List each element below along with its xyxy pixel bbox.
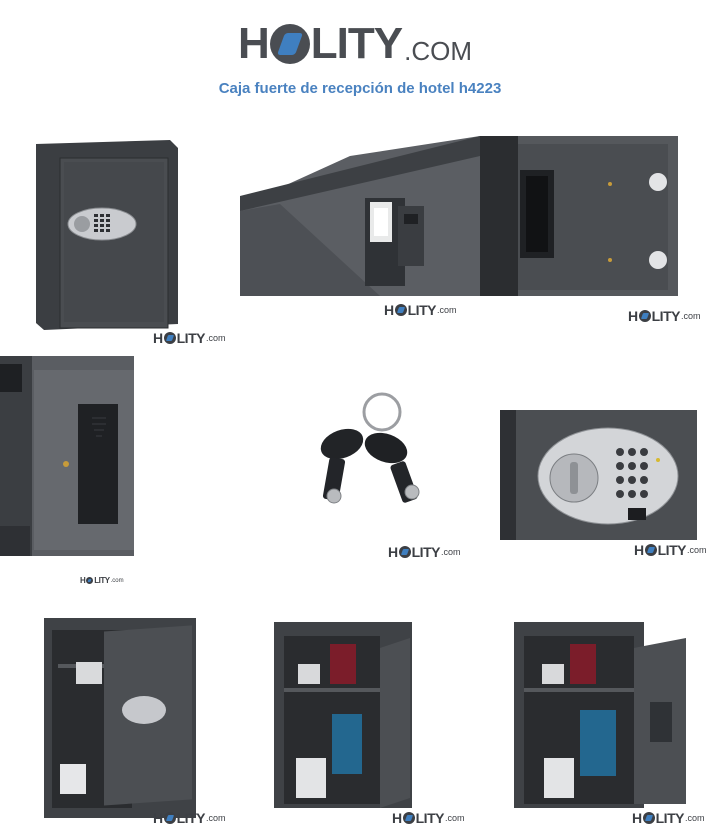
photo-safe-open-door-keypad[interactable] xyxy=(40,614,200,822)
photo-safe-interior-light[interactable] xyxy=(240,136,480,296)
keypad-closeup-illustration xyxy=(500,410,697,540)
watermark-left: H xyxy=(628,308,638,324)
watermark-right: LITY xyxy=(176,330,206,346)
logo-o-icon xyxy=(86,577,94,584)
logo-o-icon xyxy=(644,544,657,556)
logo-suffix: .COM xyxy=(404,36,472,66)
photo-safe-closed-front[interactable] xyxy=(30,138,180,333)
watermark-logo: H LITY.com xyxy=(80,576,124,585)
watermark-right: LITY xyxy=(407,302,437,318)
watermark-logo: H LITY.com xyxy=(392,810,464,826)
interior-light-illustration xyxy=(240,136,480,296)
watermark-left: H xyxy=(153,330,163,346)
logo-o-icon xyxy=(402,812,415,824)
watermark-suffix: .com xyxy=(110,577,124,584)
safe-closed-illustration xyxy=(36,140,178,330)
photo-safe-open-door-back[interactable] xyxy=(510,618,690,814)
photo-override-keys[interactable] xyxy=(312,386,442,512)
watermark-logo: H LITY.com xyxy=(632,810,704,826)
watermark-right: LITY xyxy=(415,810,445,826)
watermark-right: LITY xyxy=(655,810,685,826)
page-title: Caja fuerte de recepción de hotel h4223 xyxy=(218,80,502,97)
logo-text-left: H xyxy=(238,19,270,68)
watermark-suffix: .com xyxy=(686,545,707,555)
open-safe-door-back-illustration xyxy=(514,622,686,808)
watermark-left: H xyxy=(634,542,644,558)
watermark-left: H xyxy=(632,810,642,826)
watermark-right: LITY xyxy=(411,544,441,560)
open-safe-keypad-illustration xyxy=(44,618,196,818)
watermark-left: H xyxy=(80,576,86,585)
logo-o-icon xyxy=(398,546,411,558)
watermark-left: H xyxy=(384,302,394,318)
watermark-left: H xyxy=(388,544,398,560)
watermark-logo: H LITY.com xyxy=(153,810,225,826)
watermark-right: LITY xyxy=(176,810,206,826)
photo-safe-open-contents[interactable] xyxy=(270,618,418,814)
logo-o-icon xyxy=(269,24,310,64)
logo-o-icon xyxy=(394,304,407,316)
door-hinges-illustration xyxy=(480,136,678,296)
watermark-right: LITY xyxy=(651,308,681,324)
keys-illustration xyxy=(320,392,420,504)
photo-safe-door-battery-cover[interactable] xyxy=(0,356,134,556)
watermark-logo: H LITY.com xyxy=(388,544,460,560)
watermark-logo: H LITY.com xyxy=(384,302,456,318)
holity-logo[interactable]: H LITY .COM xyxy=(238,18,472,68)
watermark-suffix: .com xyxy=(205,813,226,823)
watermark-left: H xyxy=(153,810,163,826)
watermark-suffix: .com xyxy=(436,305,457,315)
battery-cover-illustration xyxy=(0,356,134,556)
logo-o-icon xyxy=(642,812,655,824)
watermark-suffix: .com xyxy=(444,813,465,823)
watermark-suffix: .com xyxy=(680,311,701,321)
watermark-logo: H LITY.com xyxy=(153,330,225,346)
watermark-suffix: .com xyxy=(684,813,705,823)
watermark-left: H xyxy=(392,810,402,826)
watermark-right: LITY xyxy=(94,576,110,585)
logo-o-icon xyxy=(638,310,651,322)
logo-o-icon xyxy=(163,812,176,824)
watermark-right: LITY xyxy=(657,542,687,558)
watermark-suffix: .com xyxy=(440,547,461,557)
logo-text-right: LITY xyxy=(310,19,403,68)
watermark-logo: H LITY.com xyxy=(634,542,706,558)
photo-safe-keypad-closeup[interactable] xyxy=(500,410,697,540)
watermark-suffix: .com xyxy=(205,333,226,343)
logo-o-icon xyxy=(163,332,176,344)
photo-safe-door-hinges[interactable] xyxy=(480,136,678,296)
open-safe-contents-illustration xyxy=(274,622,412,808)
watermark-logo: H LITY.com xyxy=(628,308,700,324)
